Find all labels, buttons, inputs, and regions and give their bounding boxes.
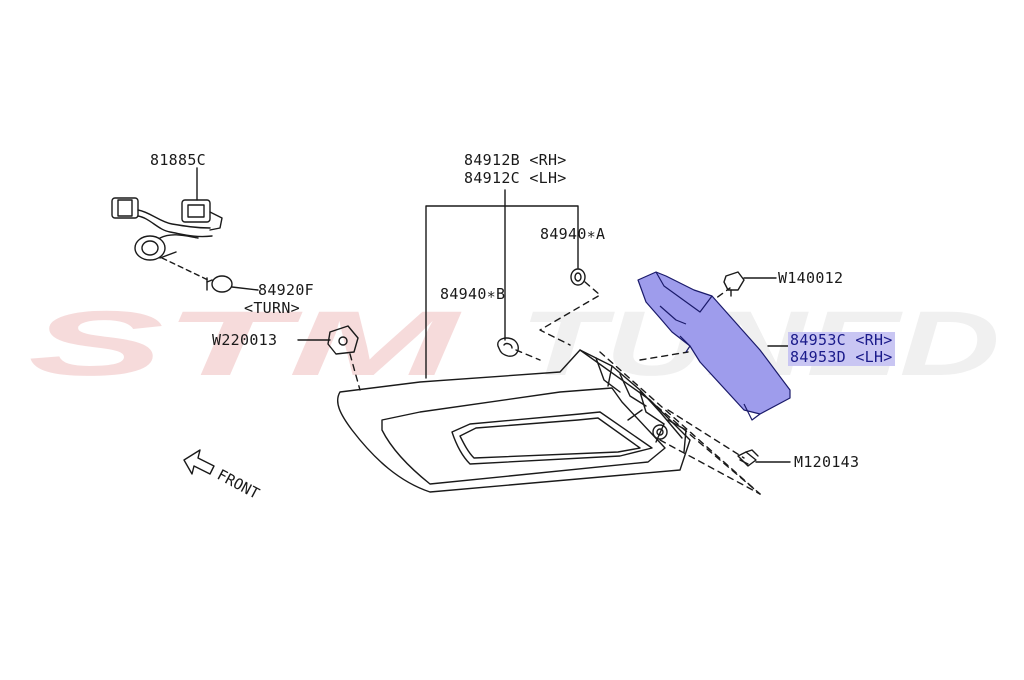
clip-w220013-drawing [297, 325, 359, 355]
label-84940a: 84940∗A [540, 225, 606, 243]
dashed-leader-screw-b [639, 391, 761, 495]
label-81885c: 81885C [150, 151, 206, 169]
label-84940b: 84940∗B [440, 285, 506, 303]
dashed-leader-cover [639, 351, 689, 361]
dashed-leader-m120143 [667, 409, 745, 459]
label-m120143: M120143 [794, 453, 860, 471]
front-arrow-icon [183, 449, 215, 475]
label-84912b-rh: 84912B <RH> [464, 151, 567, 169]
label-turn: <TURN> [244, 299, 300, 317]
front-label: FRONT [214, 466, 262, 503]
grommet-84940a-drawing [570, 268, 586, 286]
dashed-leader-screw-c [659, 439, 761, 495]
label-84953d-lh: 84953D <LH> [788, 348, 895, 366]
lamp-cover-84953-drawing [637, 271, 791, 421]
grommet-84940b-drawing [497, 337, 519, 357]
lamp-housing-drawing [336, 349, 691, 493]
watermark-logo: STM TUNED [28, 293, 1000, 395]
label-w220013: W220013 [212, 331, 278, 349]
label-w140012: W140012 [778, 269, 844, 287]
dashed-leader-w220013 [349, 353, 361, 391]
dashed-leader-84940a [539, 281, 601, 346]
label-84912c-lh: 84912C <LH> [464, 169, 567, 187]
lamp-bracket-leader [425, 189, 579, 379]
dashed-leader-screw-a [599, 351, 761, 495]
watermark-text-left: STM [28, 293, 463, 395]
clip-w140012-drawing [723, 271, 777, 297]
dashed-leader-bulb [161, 257, 209, 281]
harness-81885c-drawing [111, 167, 259, 293]
screw-m120143-drawing [737, 449, 791, 467]
label-84953c-rh: 84953C <RH> [788, 331, 895, 349]
dashed-leader-84940b [515, 349, 541, 361]
label-84920f: 84920F [258, 281, 314, 299]
